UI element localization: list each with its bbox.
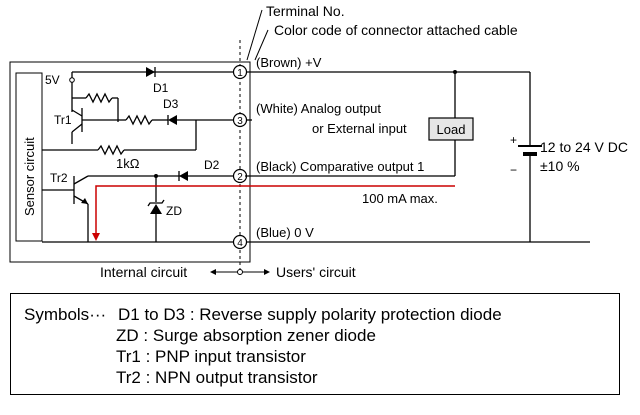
d1-label: D1 [153,81,169,95]
legend-symbol: Tr2 [116,368,141,387]
color-code-leader [254,29,269,61]
sensor-circuit-box [15,72,43,242]
terminal-no-leader [246,9,263,61]
terminal-3-label-line1: (White) Analog output [256,101,381,116]
boundary-arrow-left [210,269,216,275]
terminal-3 [232,112,248,128]
terminal-1 [232,64,248,80]
terminal-no-label: Terminal No. [266,3,345,19]
current-note: 100 mA max. [362,191,438,206]
terminal-4-number: 4 [237,238,243,249]
legend-desc: : NPN output transistor [145,368,318,387]
zener-bar [147,199,165,207]
legend-row-tr2: Tr2 : NPN output transistor [116,368,318,388]
legend-symbol: Tr1 [116,347,141,366]
supply-tolerance: ±10 % [540,158,580,174]
diode-d1 [146,67,155,77]
supply-plus: + [510,133,517,147]
diode-d3 [168,115,177,125]
boundary-node [237,269,243,275]
diode-d2 [179,171,188,181]
load-box [428,117,474,141]
tr1-emitter [71,109,83,117]
zener-node [154,174,158,178]
d2-label: D2 [204,158,220,172]
tr1-label: Tr1 [54,113,72,127]
load-label: Load [437,122,466,137]
legend-desc: : Surge absorption zener diode [143,326,376,345]
boundary-arrow-right [264,269,270,275]
resistor-1k [97,144,125,156]
terminal-1-label: (Brown) +V [256,55,322,70]
tr1-bias-resistor [85,92,113,104]
current-path [95,185,455,236]
resistor-1k-label: 1kΩ [116,156,140,171]
node-5v [69,77,75,83]
legend-symbol: D1 to D3 [118,305,186,324]
color-code-label: Color code of connector attached cable [274,22,518,38]
d3-label: D3 [163,97,179,111]
zener-diode [150,204,162,214]
users-circuit-label: Users' circuit [276,264,356,280]
supply-5v-label: 5V [45,73,60,87]
terminal-1-number: 1 [237,68,243,79]
legend-row-zener: ZD : Surge absorption zener diode [116,326,376,346]
tr2-label: Tr2 [50,171,68,185]
legend-symbol: ZD [116,326,139,345]
t3-resistor [125,114,153,126]
terminal-2-label: (Black) Comparative output 1 [256,159,424,174]
supply-voltage: 12 to 24 V DC [540,139,628,155]
internal-circuit-label: Internal circuit [100,264,187,280]
supply-minus: − [510,163,517,177]
terminal-3-number: 3 [237,116,243,127]
tr2-emitter-arrow [81,198,88,204]
terminal-2-number: 2 [237,172,243,183]
terminal-4-label: (Blue) 0 V [256,225,314,240]
legend-heading: Symbols··· [24,305,106,325]
legend-row-tr1: Tr1 : PNP input transistor [116,347,306,367]
tr2-collector [73,175,89,185]
legend-desc: : PNP input transistor [145,347,306,366]
legend-heading-text: Symbols [24,305,90,324]
terminal-3-label-line2: or External input [312,121,407,136]
internal-circuit-box [9,61,251,263]
legend-row-diodes: D1 to D3 : Reverse supply polarity prote… [118,305,502,325]
zd-label: ZD [166,204,182,218]
legend-box [10,293,620,395]
current-arrow-head [92,233,100,241]
tr1-collector [71,123,83,133]
terminal-4 [232,234,248,250]
sensor-circuit-label: Sensor circuit [22,137,37,216]
legend-desc: : Reverse supply polarity protection dio… [189,305,502,324]
legend-dots: ··· [89,305,107,324]
